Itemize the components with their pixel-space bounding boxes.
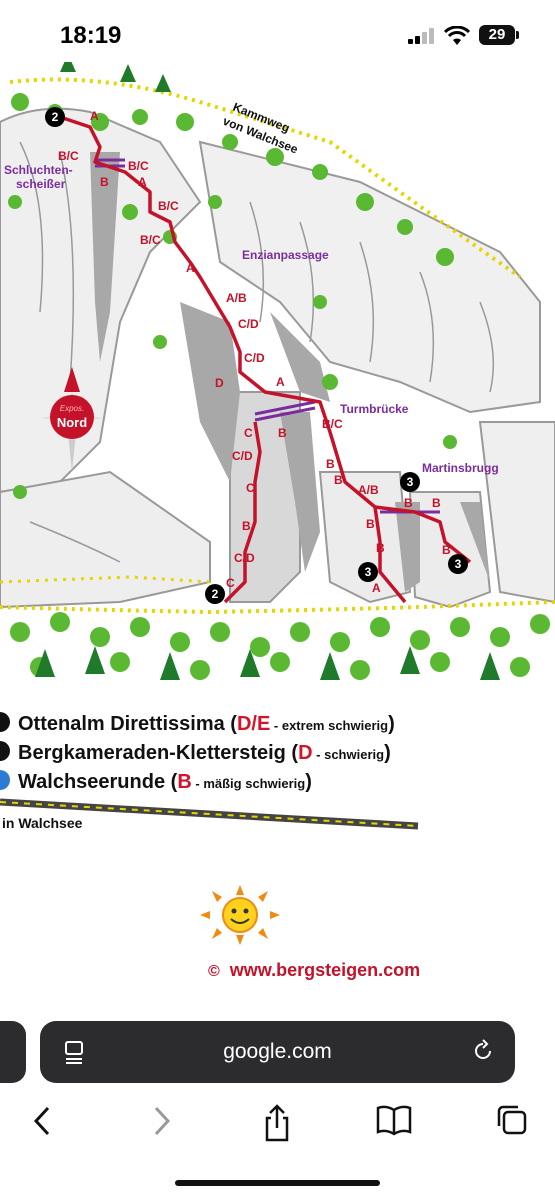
- trail-dotted: [0, 77, 555, 615]
- legend-item-bergkameraden: Bergkameraden-Klettersteig (D - schwieri…: [0, 741, 391, 765]
- grade-label: A: [138, 175, 147, 189]
- page-menu-icon[interactable]: [64, 1040, 86, 1064]
- compass-icon: Expos. Nord: [40, 367, 104, 472]
- sun-logo-icon: [200, 885, 280, 945]
- route-map: 2 3 2 3 3 A B/C B/C B A B/C B/C A A/B C/…: [0, 62, 555, 680]
- route-marker: 2: [52, 110, 59, 124]
- rock-formations: [0, 107, 555, 609]
- route-dot-icon: [0, 770, 10, 790]
- label-martinsbrugg: Martinsbrugg: [422, 461, 499, 475]
- grade-label: B/C: [58, 149, 79, 163]
- grade-label: A/B: [358, 483, 379, 497]
- legend-item-ottenalm: Ottenalm Direttissima (D/E - extrem schw…: [0, 712, 395, 736]
- route-lines: [59, 115, 472, 604]
- status-bar: 18:19 29: [0, 0, 555, 62]
- grade-label: C/D: [234, 551, 255, 565]
- grade-label: C: [246, 481, 255, 495]
- legend-item-walchseerunde: Walchseerunde (B - mäßig schwierig): [0, 770, 312, 794]
- rock-contours: [19, 141, 495, 563]
- grade-label: B: [334, 473, 343, 487]
- bridges: [95, 158, 440, 514]
- grade-label: B: [404, 496, 413, 510]
- route-marker: 3: [455, 557, 462, 571]
- copyright-symbol: ©: [208, 963, 220, 980]
- route-marker: 2: [212, 587, 219, 601]
- place-labels: Schluchten- scheißer Enzianpassage Turmb…: [4, 163, 499, 475]
- compass-nord: Nord: [57, 415, 87, 430]
- grade-label: A: [276, 375, 285, 389]
- home-indicator[interactable]: [175, 1180, 380, 1186]
- legend-grade: D/E: [236, 713, 271, 735]
- grade-labels: A B/C B/C B A B/C B/C A A/B C/D C/D D A …: [58, 109, 451, 595]
- previous-tab-pill[interactable]: [0, 1021, 26, 1083]
- browser-toolbar: [0, 1098, 555, 1148]
- cellular-signal-icon: [408, 28, 434, 44]
- rock-gorges: [90, 152, 490, 592]
- battery-icon: 29: [479, 25, 519, 45]
- compass-expos: Expos.: [60, 404, 84, 413]
- grade-label: C/D: [244, 351, 265, 365]
- route-marker: 3: [365, 565, 372, 579]
- url-text[interactable]: google.com: [223, 1040, 332, 1063]
- bookmarks-icon[interactable]: [376, 1104, 412, 1136]
- grade-label: D: [215, 376, 224, 390]
- grade-label: C/D: [232, 449, 253, 463]
- route-dot-icon: [0, 712, 10, 732]
- grade-label: B: [242, 519, 251, 533]
- grade-label: B/C: [140, 233, 161, 247]
- address-bar[interactable]: google.com: [40, 1021, 515, 1083]
- grade-label: B: [432, 496, 441, 510]
- grade-label: C/D: [238, 317, 259, 331]
- grade-label: B/C: [322, 417, 343, 431]
- website-credit: © www.bergsteigen.com: [208, 960, 420, 981]
- road: [0, 798, 419, 830]
- road-label: in Walchsee: [2, 815, 83, 831]
- route-marker: 3: [407, 475, 414, 489]
- label-turmbruecke: Turmbrücke: [340, 402, 409, 416]
- website-url-text: www.bergsteigen.com: [229, 960, 421, 980]
- grade-label: B: [326, 457, 335, 471]
- legend-grade: B: [177, 771, 192, 793]
- label-scheisser: scheißer: [16, 177, 66, 191]
- grade-label: B/C: [158, 199, 179, 213]
- grade-label: A: [90, 109, 99, 123]
- tree-line: [8, 62, 550, 680]
- back-icon[interactable]: [30, 1104, 54, 1138]
- legend-grade: D: [298, 742, 313, 764]
- grade-label: C: [244, 426, 253, 440]
- grade-label: B: [442, 543, 451, 557]
- grade-label: C: [226, 576, 235, 590]
- grade-label: B/C: [128, 159, 149, 173]
- route-markers: [45, 107, 468, 604]
- status-time: 18:19: [60, 22, 122, 49]
- grade-label: A/B: [226, 291, 247, 305]
- wifi-icon: [444, 26, 470, 45]
- share-icon[interactable]: [262, 1104, 292, 1142]
- grade-label: B: [278, 426, 287, 440]
- forward-icon[interactable]: [150, 1104, 174, 1138]
- grade-label: B: [366, 517, 375, 531]
- grade-label: A: [372, 581, 381, 595]
- grade-label: B: [100, 175, 109, 189]
- label-enzianpassage: Enzianpassage: [242, 248, 329, 262]
- grade-label: B: [376, 541, 385, 555]
- label-schluchten: Schluchten-: [4, 163, 73, 177]
- route-dot-icon: [0, 741, 10, 761]
- tabs-icon[interactable]: [496, 1104, 528, 1136]
- grade-label: A: [186, 261, 195, 275]
- reload-icon[interactable]: [471, 1039, 495, 1063]
